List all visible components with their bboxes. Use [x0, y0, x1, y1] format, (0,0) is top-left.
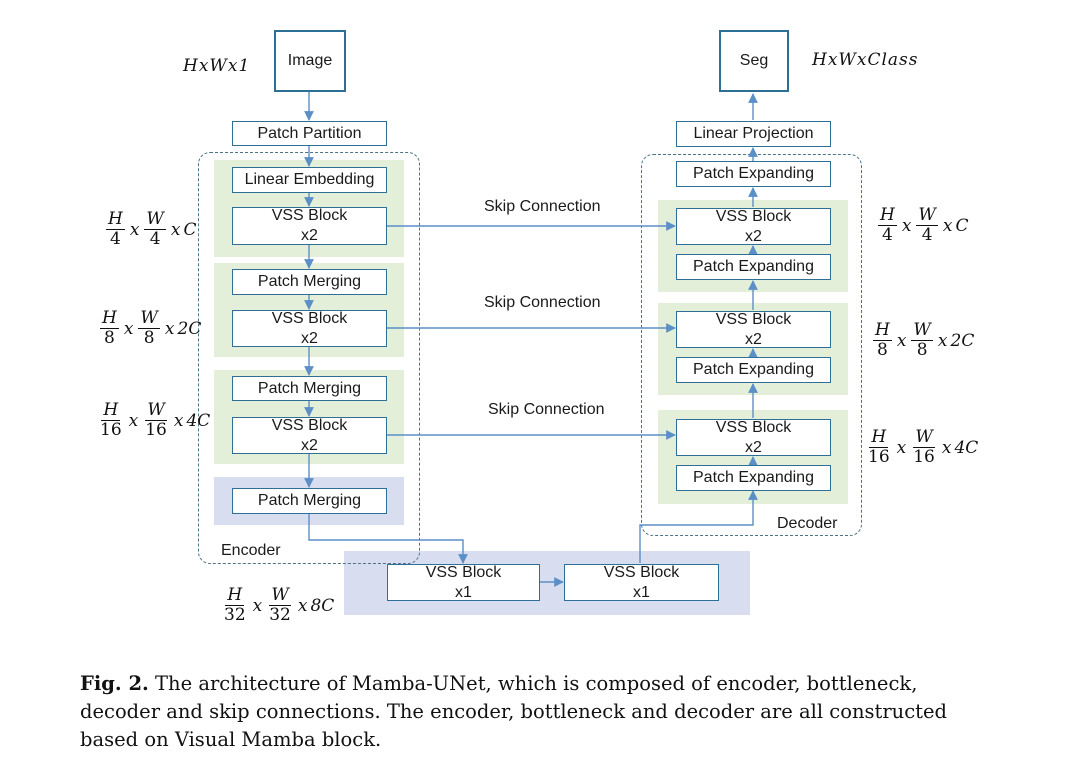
skip-connection-label-3: Skip Connection	[488, 401, 605, 418]
vss-block-repeat: x2	[301, 436, 318, 454]
vss-block-label: VSS Block	[715, 310, 792, 328]
arrow-bottleneck-to-decoder	[639, 490, 758, 563]
seg-output-box: Seg	[719, 30, 789, 92]
figure-caption: Fig. 2. The architecture of Mamba-UNet, …	[80, 670, 980, 754]
encoder-patch-merging-3: Patch Merging	[232, 488, 387, 514]
linear-embedding-box: Linear Embedding	[232, 167, 387, 193]
vss-block-repeat: x1	[633, 583, 650, 601]
arrow-merge3-to-bottleneck	[308, 514, 468, 564]
vss-block-label: VSS Block	[271, 207, 348, 224]
decoder-patch-expanding-1: Patch Expanding	[676, 254, 831, 280]
decoder-vss-block-2: VSS Block x2	[676, 311, 831, 348]
skip-connection-label-2: Skip Connection	[484, 294, 601, 311]
vss-block-label: VSS Block	[271, 416, 348, 434]
encoder-label: Encoder	[221, 542, 281, 559]
figure-caption-label: Fig. 2.	[80, 672, 149, 695]
decoder-patch-expanding-2: Patch Expanding	[676, 357, 831, 383]
decoder-vss-block-1: VSS Block x2	[676, 208, 831, 245]
vss-block-repeat: x2	[301, 329, 318, 347]
vss-block-label: VSS Block	[425, 563, 502, 581]
vss-block-label: VSS Block	[271, 309, 348, 327]
patch-partition-box: Patch Partition	[232, 121, 387, 146]
bottleneck-vss-block-1: VSS Block x1	[387, 564, 540, 601]
encoder-vss-block-2: VSS Block x2	[232, 310, 387, 347]
encoder-vss-block-3: VSS Block x2	[232, 417, 387, 454]
vss-block-label: VSS Block	[715, 418, 792, 436]
decoder-label: Decoder	[777, 515, 838, 532]
vss-block-repeat: x2	[745, 227, 762, 245]
linear-projection-box: Linear Projection	[676, 121, 831, 147]
figure-caption-text: The architecture of Mamba-UNet, which is…	[80, 672, 948, 751]
vss-block-repeat: x2	[745, 330, 762, 348]
decoder-patch-expanding-0: Patch Expanding	[676, 161, 831, 187]
encoder-patch-merging-1: Patch Merging	[232, 269, 387, 295]
bottleneck-vss-block-2: VSS Block x1	[564, 564, 719, 601]
decoder-patch-expanding-3: Patch Expanding	[676, 465, 831, 491]
skip-connection-label-1: Skip Connection	[484, 198, 601, 215]
decoder-vss-block-3: VSS Block x2	[676, 419, 831, 456]
vss-block-repeat: x1	[455, 583, 472, 601]
input-dims-label: HxWx1	[183, 56, 251, 76]
encoder-vss-block-1: VSS Block x2	[232, 207, 387, 245]
output-dims-label: HxWxClass	[812, 50, 919, 70]
vss-block-repeat: x2	[301, 227, 318, 244]
image-input-box: Image	[274, 30, 346, 92]
encoder-patch-merging-2: Patch Merging	[232, 376, 387, 401]
vss-block-label: VSS Block	[715, 207, 792, 225]
vss-block-label: VSS Block	[603, 563, 680, 581]
vss-block-repeat: x2	[745, 438, 762, 456]
